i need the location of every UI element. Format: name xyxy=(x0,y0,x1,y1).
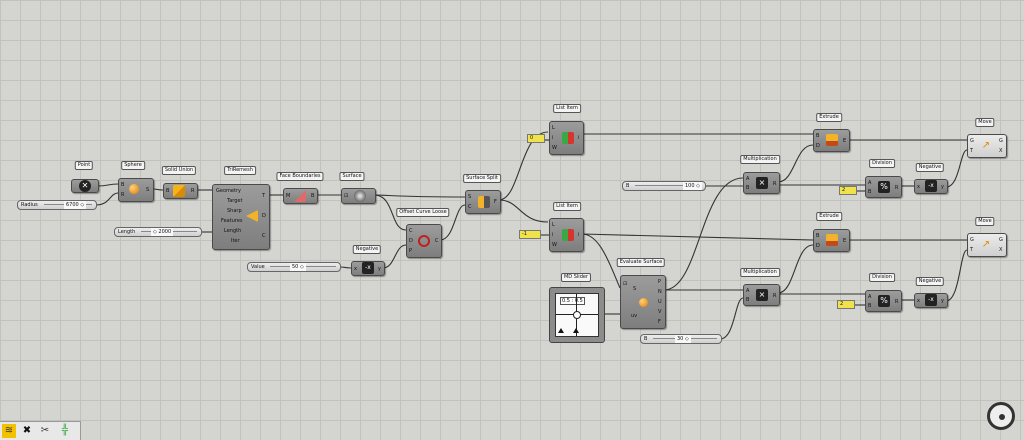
length-slider[interactable]: Length ◇ 2000 xyxy=(114,227,202,237)
face-boundaries-label: Face Boundaries xyxy=(276,172,324,181)
surface-label: Surface xyxy=(339,172,365,181)
extrude-1-component[interactable]: B D E xyxy=(813,129,850,152)
triremesh-icon xyxy=(246,210,258,222)
extrude-2-component[interactable]: B D E xyxy=(813,229,850,252)
radius-slider[interactable]: Radius 6700 ◇ xyxy=(17,200,97,210)
move-2-label: Move xyxy=(975,217,995,226)
md-slider-area[interactable]: 0.5 : 0.5 xyxy=(555,293,599,337)
negative-1-component[interactable]: x -x y xyxy=(351,261,385,276)
negative-icon: -x xyxy=(925,180,937,192)
list-item-1-label: List Item xyxy=(553,104,581,113)
sphere-component[interactable]: B R S xyxy=(118,178,154,202)
solid-union-icon xyxy=(173,185,185,197)
triremesh-label: TriRemesh xyxy=(224,166,256,175)
md-slider-handle[interactable] xyxy=(573,311,581,319)
division-1-label: Division xyxy=(869,159,895,168)
md-slider-arrow-icon xyxy=(573,328,579,333)
list-item-2-label: List Item xyxy=(553,202,581,211)
solid-union-component[interactable]: B R xyxy=(163,183,198,199)
evaluate-surface-label: Evaluate Surface xyxy=(616,258,666,267)
move-icon: ↗ xyxy=(981,239,991,250)
panel-2-upper[interactable]: 2 xyxy=(839,186,857,195)
extrude-2-label: Extrude xyxy=(816,212,842,221)
surface-split-label: Surface Split xyxy=(463,174,501,183)
panel-2-lower[interactable]: 2 xyxy=(837,300,855,309)
md-slider-readout: 0.5 : 0.5 xyxy=(560,297,585,305)
negative-2-component[interactable]: x -x y xyxy=(914,179,948,194)
list-item-icon[interactable]: ╬ xyxy=(61,425,69,436)
list-item-icon xyxy=(562,229,574,241)
panel-minus-1[interactable]: -1 xyxy=(519,230,541,239)
value-slider[interactable]: Value 50 ◇ xyxy=(247,262,341,272)
division-icon: % xyxy=(878,295,890,307)
multiplication-1-component[interactable]: A B × R xyxy=(743,172,780,194)
point-component[interactable]: ✕ xyxy=(71,179,99,193)
surface-split-component[interactable]: S C F xyxy=(465,190,501,214)
evaluate-surface-component[interactable]: ⊡ S uv P N U V F xyxy=(620,275,666,329)
list-item-icon xyxy=(562,132,574,144)
negative-icon: -x xyxy=(925,294,937,306)
panel-0[interactable]: 0 xyxy=(527,134,545,143)
sphere-icon xyxy=(129,184,139,194)
move-2-component[interactable]: G T ↗ G X xyxy=(967,233,1007,257)
point-icon[interactable]: ✖ xyxy=(22,425,32,436)
move-icon: ↗ xyxy=(981,140,991,151)
extrude-icon xyxy=(826,234,838,246)
negative-1-label: Negative xyxy=(352,245,382,254)
md-slider-label: MD Slider xyxy=(560,273,592,282)
negative-3-label: Negative xyxy=(915,277,945,286)
surface-component[interactable]: ⊡ xyxy=(341,188,376,204)
division-2-component[interactable]: A B % R xyxy=(865,290,902,312)
list-item-1-component[interactable]: L i W i xyxy=(549,121,584,155)
md-slider-component[interactable]: 0.5 : 0.5 xyxy=(549,287,605,343)
grasshopper-icon[interactable]: ≋ xyxy=(2,424,16,438)
multiplication-2-label: Multiplication xyxy=(740,268,780,277)
offset-curve-loose-label: Offset Curve Loose xyxy=(396,208,450,217)
negative-2-label: Negative xyxy=(915,163,945,172)
point-label: Point xyxy=(74,161,94,170)
b-slider-100[interactable]: B 100 ◇ xyxy=(622,181,706,191)
offset-curve-loose-component[interactable]: C D P C xyxy=(406,224,442,258)
extrude-1-label: Extrude xyxy=(816,113,842,122)
division-1-component[interactable]: A B % R xyxy=(865,176,902,198)
list-item-2-component[interactable]: L i W i xyxy=(549,218,584,252)
surface-icon xyxy=(354,190,366,202)
canvas-toolbar: ≋ ✖ ✂ ╬ xyxy=(0,421,81,440)
solid-union-label: Solid Union xyxy=(161,166,197,175)
sphere-label: Sphere xyxy=(121,161,145,170)
evaluate-surface-icon xyxy=(639,298,648,307)
move-1-component[interactable]: G T ↗ G X xyxy=(967,134,1007,158)
multiplication-2-component[interactable]: A B × R xyxy=(743,284,780,306)
face-boundaries-icon xyxy=(294,190,306,202)
md-slider-arrow-icon xyxy=(558,328,564,333)
offset-curve-icon xyxy=(418,235,430,247)
b-slider-30[interactable]: B 30 ◇ xyxy=(640,334,722,344)
extrude-icon xyxy=(826,134,838,146)
multiplication-1-label: Multiplication xyxy=(740,155,780,164)
face-boundaries-component[interactable]: M B xyxy=(283,188,318,204)
surface-split-icon xyxy=(478,196,490,208)
tools-icon[interactable]: ✂ xyxy=(40,425,50,436)
multiplication-icon: × xyxy=(756,177,768,189)
division-2-label: Division xyxy=(869,273,895,282)
triremesh-component[interactable]: Geometry Target Sharp Features Length It… xyxy=(212,184,270,250)
navigation-compass-icon[interactable] xyxy=(987,402,1015,430)
division-icon: % xyxy=(878,181,890,193)
move-1-label: Move xyxy=(975,118,995,127)
point-icon: ✕ xyxy=(79,180,91,192)
negative-icon: -x xyxy=(362,262,374,274)
negative-3-component[interactable]: x -x y xyxy=(914,293,948,308)
multiplication-icon: × xyxy=(756,289,768,301)
